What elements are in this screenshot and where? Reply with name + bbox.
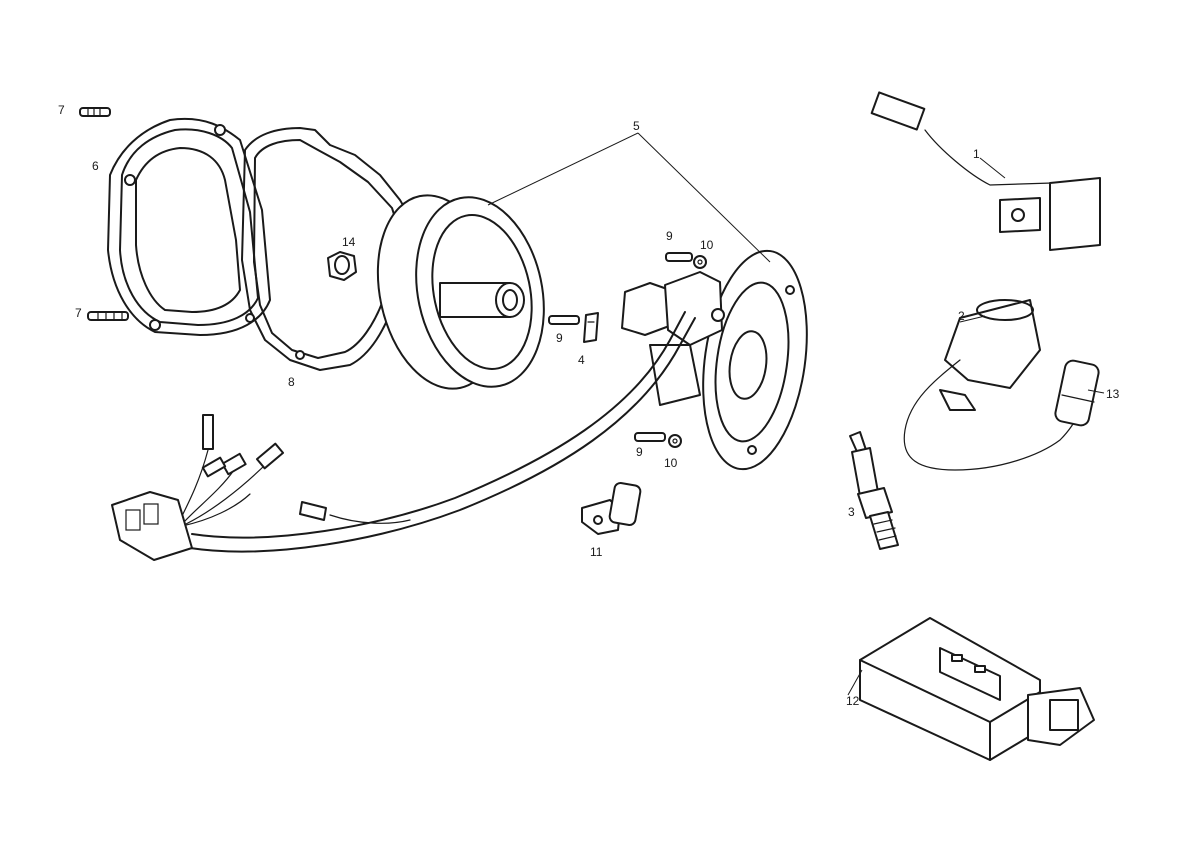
- label-6: 6: [92, 159, 99, 173]
- spark-plug-3[interactable]: [849, 431, 899, 550]
- label-3: 3: [848, 505, 855, 519]
- plug-cap-13[interactable]: [1054, 359, 1100, 427]
- label-14: 14: [342, 235, 356, 249]
- screw-9-top[interactable]: [665, 252, 693, 262]
- clip-4[interactable]: [583, 312, 599, 343]
- washer-10-bottom[interactable]: [668, 434, 682, 448]
- ignition-coil-2[interactable]: [903, 299, 1086, 471]
- label-10-bottom: 10: [664, 456, 678, 470]
- grommet-11[interactable]: [581, 481, 642, 535]
- nut-14[interactable]: [327, 251, 357, 281]
- label-9-middle: 9: [556, 331, 563, 345]
- flywheel-5[interactable]: [361, 184, 561, 401]
- label-12: 12: [846, 694, 860, 708]
- label-2: 2: [958, 309, 965, 323]
- washer-10-top[interactable]: [693, 255, 707, 269]
- screw-7-bottom[interactable]: [87, 311, 129, 321]
- screw-9-middle[interactable]: [548, 315, 580, 325]
- wiring-harness[interactable]: [111, 311, 696, 561]
- label-9-top: 9: [666, 229, 673, 243]
- label-1: 1: [973, 147, 980, 161]
- label-8: 8: [288, 375, 295, 389]
- label-9-bottom: 9: [636, 445, 643, 459]
- stator-plate-5[interactable]: [621, 244, 820, 476]
- regulator-1[interactable]: [870, 91, 1101, 251]
- label-4: 4: [578, 353, 585, 367]
- label-13: 13: [1106, 387, 1120, 401]
- label-7-top: 7: [58, 103, 65, 117]
- label-7-bottom: 7: [75, 306, 82, 320]
- cover-6[interactable]: [107, 117, 271, 336]
- cdi-unit-12[interactable]: [859, 617, 1095, 761]
- part-labels: 1 2 3 4 5 6 7 7 8 9 9 9 10 10 11 12 13 1…: [58, 103, 1120, 708]
- label-5: 5: [633, 119, 640, 133]
- label-10-top: 10: [700, 238, 714, 252]
- leader-lines: [487, 132, 1105, 696]
- screw-7-top[interactable]: [79, 107, 111, 117]
- screw-9-bottom[interactable]: [634, 432, 666, 442]
- label-11: 11: [590, 545, 603, 559]
